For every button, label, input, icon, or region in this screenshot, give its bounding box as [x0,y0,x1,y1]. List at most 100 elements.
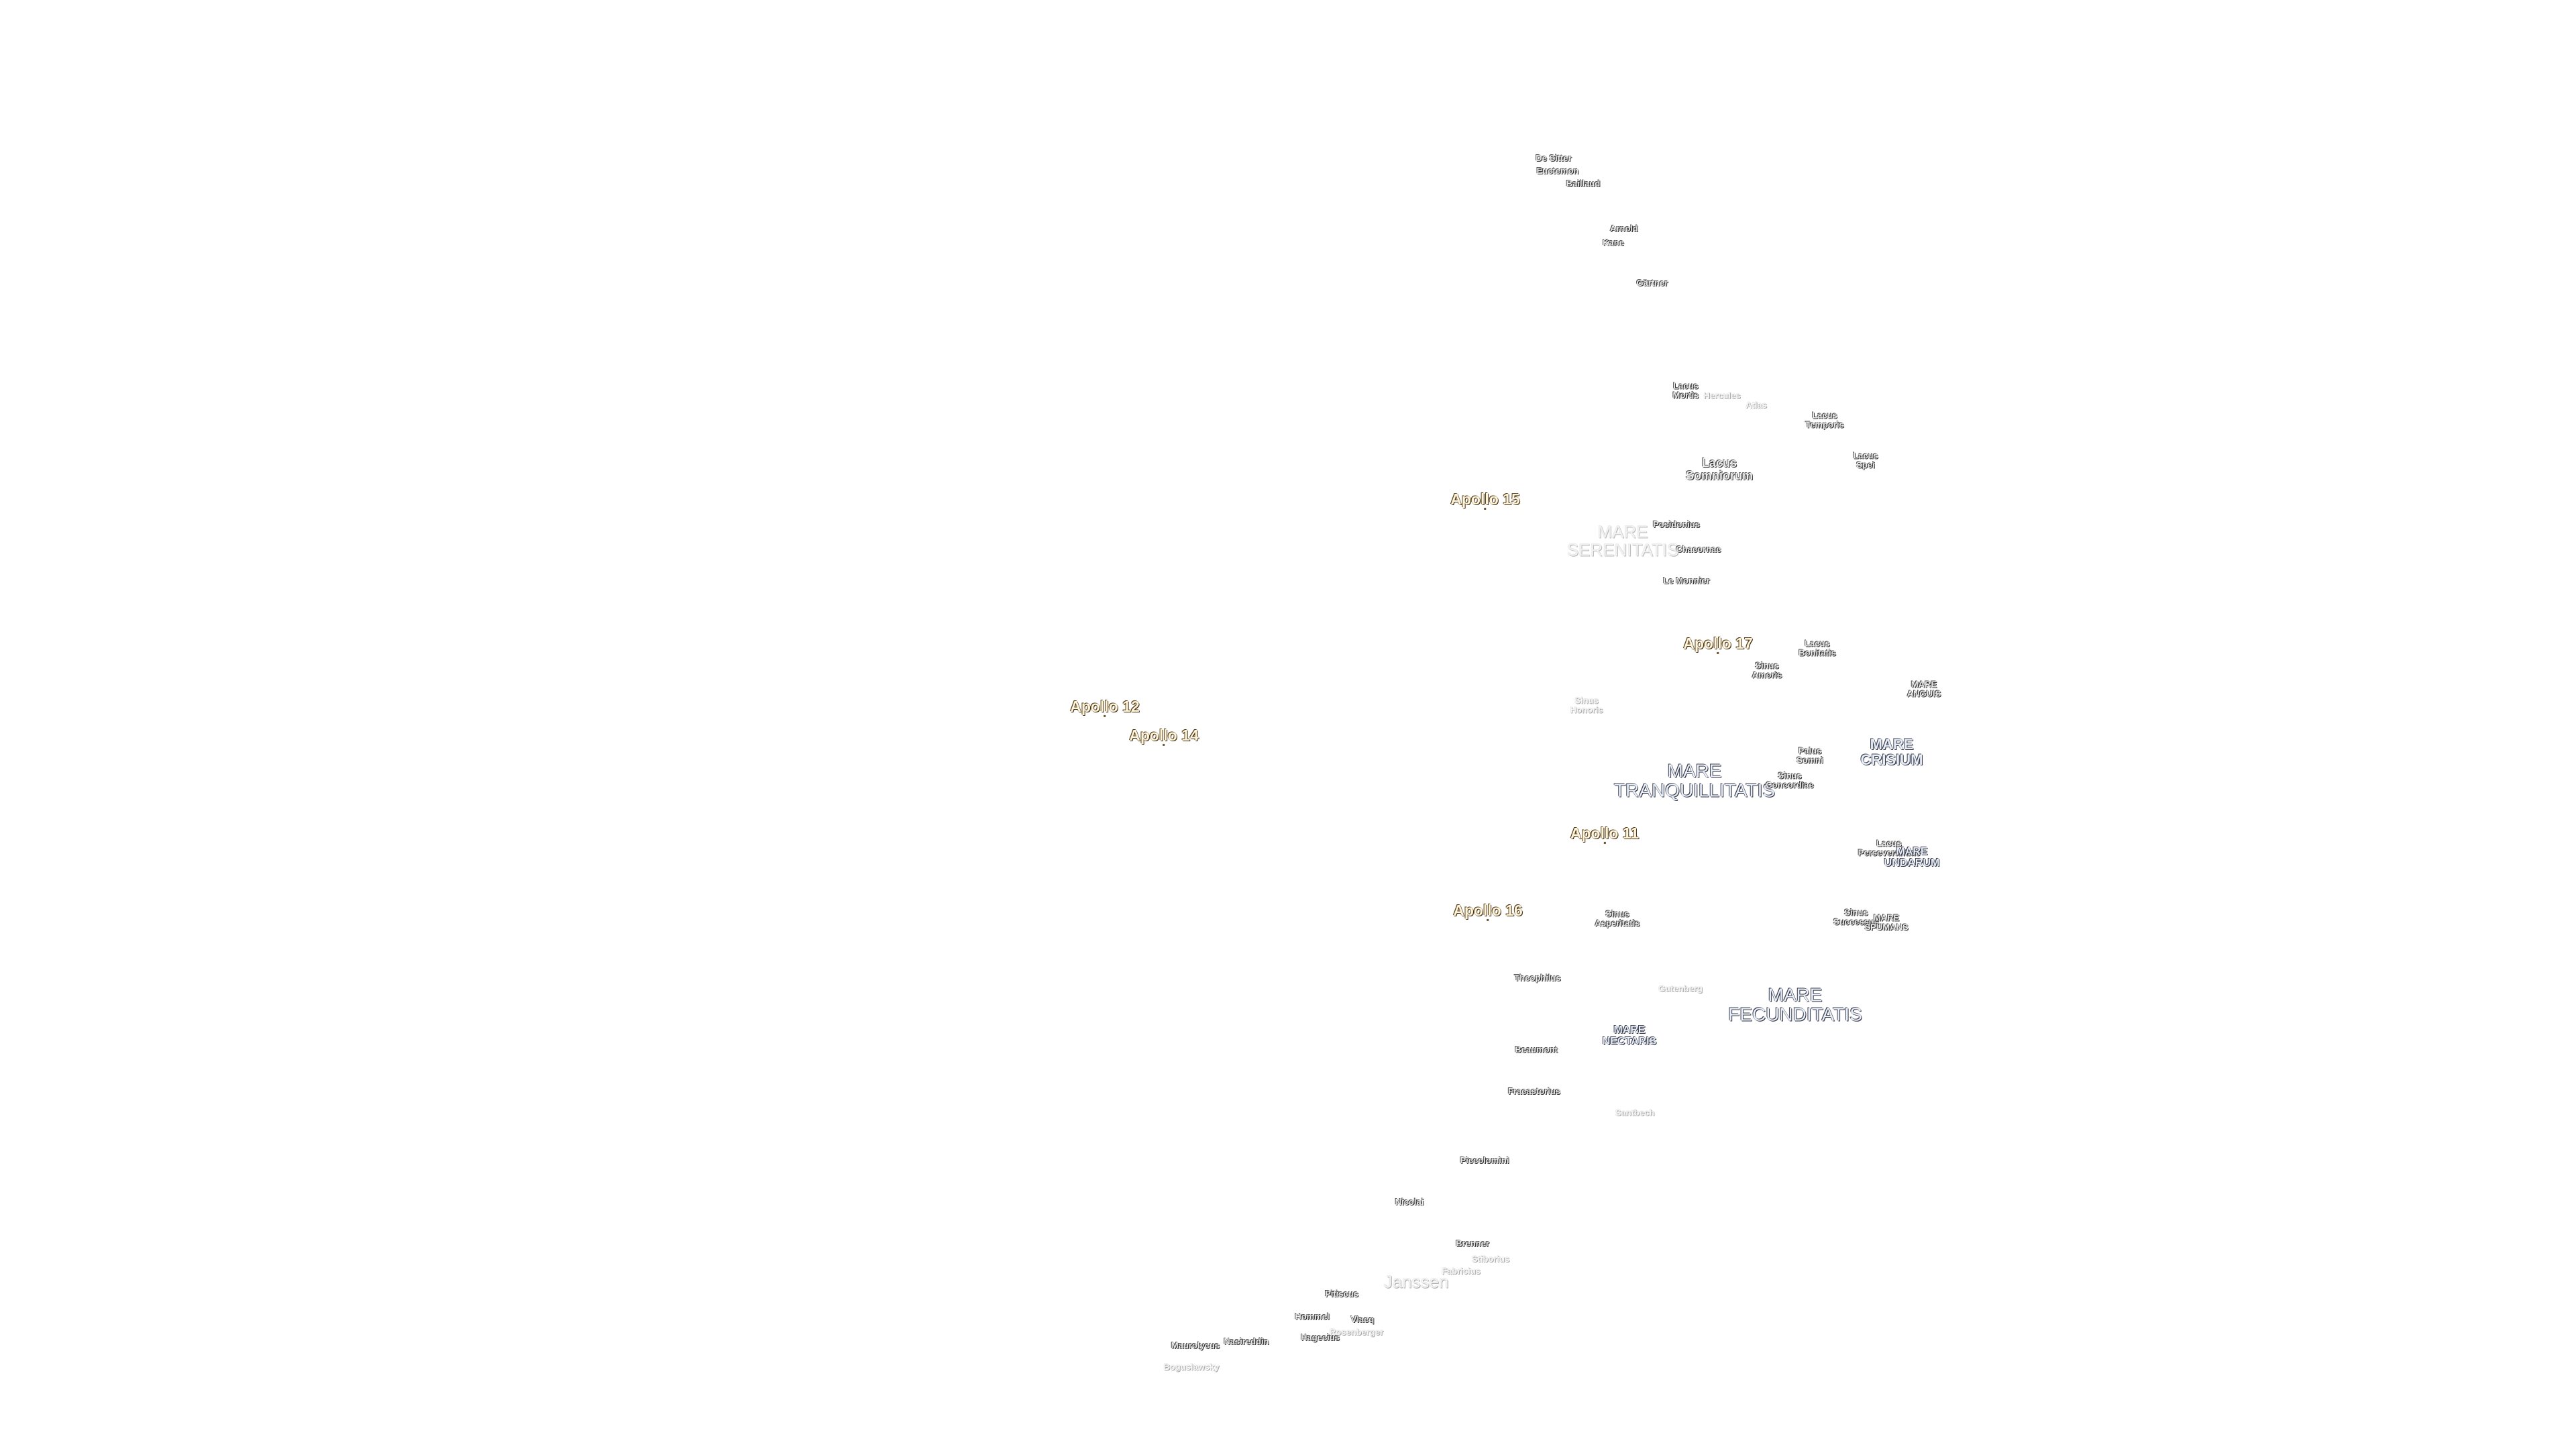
map-label-line: Vlacq [1350,1314,1375,1325]
map-label-line: Arnold [1610,223,1638,234]
map-label-line: Apollo 17 [1683,634,1753,652]
map-label-stiborius: Stiborius [1472,1254,1509,1264]
map-label-posidonius: Posidonius [1653,520,1700,529]
map-label-line: Baillaud [1566,178,1601,189]
map-label-brenner: Brenner [1456,1239,1489,1248]
map-label-line: Mortis [1672,390,1699,400]
map-label-fracastorius: Fracastorius [1508,1087,1560,1096]
map-label-boguslawsky: Boguslawsky [1163,1362,1219,1372]
map-label-nicolai: Nicolai [1395,1197,1424,1207]
map-label-kane: Kane [1603,238,1624,248]
map-label-line: Gärtner [1636,278,1668,288]
map-label-line: Le Monnier [1663,576,1710,586]
map-label-line: Amoris [1752,669,1782,680]
map-label-line: MARE [1768,984,1823,1006]
map-label-pitiscus: Pitiscus [1325,1289,1358,1299]
map-label-de-sitter: De Sitter [1536,154,1571,163]
map-label-atlas: Atlas [1746,400,1767,410]
map-label-euctemon: Euctemon [1537,166,1579,176]
map-label-line: CRISIUM [1860,751,1923,768]
map-label-line: Hercules [1703,390,1741,401]
map-label-hercules: Hercules [1704,391,1741,400]
map-label-fabricius: Fabricius [1442,1267,1481,1276]
map-label-santbech: Santbech [1615,1108,1655,1118]
map-label-apollo-12: Apollo 12 [1070,698,1140,717]
map-label-line: Perseverantiae [1858,847,1921,857]
map-label-gartner: Gärtner [1637,278,1668,288]
map-label-line: TRANQUILLITATIS [1613,780,1776,801]
map-label-vlacq: Vlacq [1351,1315,1375,1324]
map-label-line: MARE [1667,760,1722,782]
map-label-line: Boguslawsky [1163,1362,1220,1373]
map-label-gutenberg: Gutenberg [1658,984,1703,994]
map-label-line: Chacornac [1676,544,1721,555]
map-label-line: Santbech [1615,1108,1655,1118]
map-label-apollo-11: Apollo 11 [1570,825,1639,844]
map-label-line: Apollo 11 [1570,824,1640,842]
map-label-line: Rosenberger [1329,1327,1384,1338]
map-label-line: SPUMANS [1864,922,1909,932]
map-label-line: MARE [1873,912,1900,923]
map-label-line: Lacus [1673,380,1699,391]
map-label-line: Spei [1856,460,1875,470]
map-label-line: SERENITATIS [1566,540,1679,560]
map-label-nasireddin: Nasireddin [1224,1337,1269,1346]
map-label-line: FECUNDITATIS [1728,1004,1862,1025]
map-label-line: Apollo 16 [1453,901,1523,919]
map-label-line: Fabricius [1442,1266,1481,1277]
map-label-line: Brenner [1456,1238,1489,1249]
map-label-line: NECTARIS [1602,1036,1657,1047]
map-label-maurolycus: Maurolycus [1171,1341,1220,1350]
map-label-line: Piccolomini [1460,1155,1509,1166]
map-label-apollo-14: Apollo 14 [1129,727,1199,746]
map-label-piccolomini: Piccolomini [1460,1156,1509,1165]
map-label-line: Somniorum [1685,469,1754,482]
map-label-theophilus: Theophilus [1514,973,1560,983]
map-label-apollo-16: Apollo 16 [1453,902,1523,921]
map-label-line: Somni [1796,755,1823,765]
map-label-hagecius: Hagecius [1301,1333,1340,1342]
map-label-line: Janssen [1383,1271,1449,1292]
map-label-line: De Sitter [1536,153,1572,164]
map-label-line: MARE [1597,521,1648,542]
map-label-line: Lacus [1812,410,1837,421]
map-label-line: Apollo 14 [1129,726,1199,744]
map-label-line: Stiborius [1471,1254,1510,1265]
map-label-line: Theophilus [1514,973,1561,983]
map-label-line: MARE [1911,679,1937,690]
map-label-line: Apollo 15 [1450,490,1520,508]
map-label-chacornac: Chacornac [1676,545,1721,554]
map-label-line: MARE [1896,846,1928,858]
map-label-line: Posidonius [1652,519,1701,530]
map-label-line: Sinus [1844,907,1868,918]
map-label-line: UNDARUM [1884,857,1940,869]
map-label-line: Hommel [1295,1311,1330,1322]
map-label-apollo-15: Apollo 15 [1450,491,1520,510]
map-label-le-monnier: Le Monnier [1663,576,1709,586]
map-label-beaumont: Beaumont [1515,1045,1558,1055]
map-label-line: Honoris [1570,704,1603,714]
map-label-line: Lacus [1701,456,1737,470]
map-label-line: Concordiae [1766,780,1814,790]
map-label-line: Maurolycus [1171,1340,1220,1351]
map-label-line: Asperitatis [1595,918,1640,928]
